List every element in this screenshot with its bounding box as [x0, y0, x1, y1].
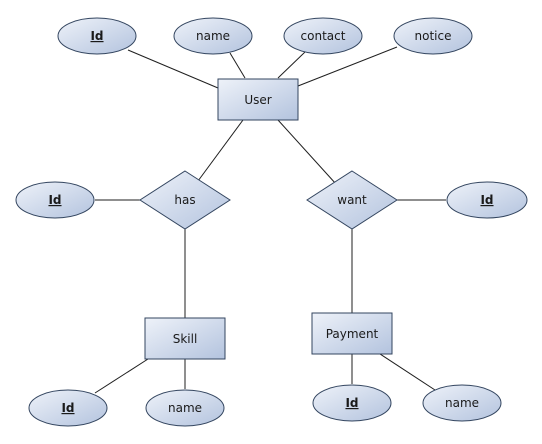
- attribute-payment-name-label: name: [445, 396, 479, 410]
- attribute-payment-id: Id: [312, 384, 392, 422]
- entity-payment-label: Payment: [326, 327, 379, 341]
- attribute-user-name-label: name: [196, 29, 230, 43]
- link-user-contact: [277, 51, 306, 79]
- attribute-want-id-label: Id: [480, 193, 493, 207]
- attribute-user-contact: contact: [283, 17, 363, 55]
- link-payment-name: [379, 353, 436, 391]
- entity-skill-label: Skill: [173, 332, 198, 346]
- attribute-skill-name-label: name: [168, 401, 202, 415]
- relationship-want-label: want: [337, 193, 367, 207]
- attribute-user-id: Id: [57, 17, 137, 55]
- link-user-id: [127, 49, 219, 89]
- connectors: [94, 46, 446, 394]
- attribute-user-name: name: [173, 17, 253, 55]
- entity-user: User: [217, 78, 299, 121]
- relationship-has: has: [139, 170, 231, 230]
- attribute-payment-id-label: Id: [345, 396, 358, 410]
- attribute-has-id: Id: [15, 181, 95, 219]
- attribute-has-id-label: Id: [48, 193, 61, 207]
- entity-skill: Skill: [144, 317, 226, 360]
- relationship-has-label: has: [174, 193, 195, 207]
- attribute-user-contact-label: contact: [301, 29, 346, 43]
- entity-payment: Payment: [311, 312, 393, 355]
- relationship-want: want: [306, 170, 398, 230]
- attribute-skill-name: name: [145, 389, 225, 427]
- link-user-want: [277, 119, 337, 185]
- link-user-has: [197, 119, 244, 182]
- link-user-notice: [297, 46, 398, 87]
- attribute-skill-id: Id: [28, 389, 108, 427]
- attribute-user-notice: notice: [393, 17, 473, 55]
- attribute-payment-name: name: [422, 384, 502, 422]
- attribute-skill-id-label: Id: [61, 401, 74, 415]
- attribute-want-id: Id: [446, 181, 528, 219]
- entity-user-label: User: [244, 93, 271, 107]
- attribute-user-id-label: Id: [90, 29, 103, 43]
- attribute-user-notice-label: notice: [415, 29, 452, 43]
- link-skill-id: [94, 358, 149, 394]
- link-user-name: [229, 52, 246, 79]
